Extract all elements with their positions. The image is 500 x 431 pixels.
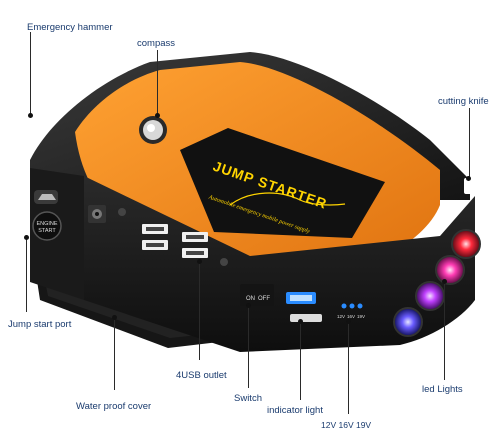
callout-dot-usb: [197, 259, 202, 264]
voltage-port: 12V 16V 19V: [337, 303, 365, 319]
callout-line-jump-port: [26, 238, 27, 312]
led-lights: [393, 229, 481, 337]
led-violet: [415, 281, 445, 311]
callout-dot-knife: [466, 176, 471, 181]
callout-dot-cover: [112, 315, 117, 320]
svg-text:19V: 19V: [357, 314, 365, 319]
svg-text:ENGINE: ENGINE: [36, 221, 57, 227]
power-switch: ON OFF: [240, 284, 274, 306]
label-cutting-knife: cutting knife: [438, 96, 489, 107]
svg-text:16V: 16V: [347, 314, 355, 319]
label-switch: Switch: [234, 393, 262, 404]
indicator-light: [286, 292, 322, 322]
svg-text:ON: ON: [246, 296, 255, 302]
callout-dot-led: [442, 279, 447, 284]
callout-line-switch: [248, 306, 249, 388]
callout-line-usb: [199, 262, 200, 360]
svg-text:START: START: [38, 228, 56, 234]
svg-text:OFF: OFF: [258, 296, 270, 302]
car-icon: [34, 190, 58, 204]
label-emergency-hammer: Emergency hammer: [27, 22, 113, 33]
label-jump-start-port: Jump start port: [8, 319, 72, 330]
compass: [139, 116, 167, 144]
callout-dot-indicator: [298, 319, 303, 324]
callout-line-cover: [114, 318, 115, 390]
callout-dot-compass: [155, 113, 160, 118]
svg-text:12V: 12V: [337, 314, 345, 319]
label-indicator-light: indicator light: [267, 405, 323, 416]
label-compass: compass: [137, 38, 176, 49]
callout-line-compass: [157, 50, 158, 116]
label-usb-outlet: 4USB outlet: [176, 370, 227, 381]
callout-line-led: [444, 282, 445, 380]
label-voltages: 12V 16V 19V: [321, 420, 372, 430]
label-led-lights: led Lights: [422, 384, 463, 395]
led-blue: [393, 307, 423, 337]
led-pink: [435, 255, 465, 285]
callout-line-indicator: [300, 322, 301, 400]
callout-line-knife: [469, 108, 470, 180]
callout-dot-jump-port: [24, 235, 29, 240]
callout-dot-hammer: [28, 113, 33, 118]
callout-dot-switch: [246, 303, 251, 308]
callout-line-hammer: [30, 32, 31, 116]
jump-start-port: [88, 205, 126, 223]
callout-dot-voltage: [346, 319, 351, 324]
callout-line-voltage: [348, 322, 349, 414]
usb-outlets: [142, 224, 228, 266]
engine-start-button: ENGINE START: [32, 211, 62, 241]
cutting-knife: [464, 178, 473, 194]
label-water-proof-cover: Water proof cover: [76, 401, 152, 412]
brand-panel: [180, 128, 385, 238]
led-red: [451, 229, 481, 259]
